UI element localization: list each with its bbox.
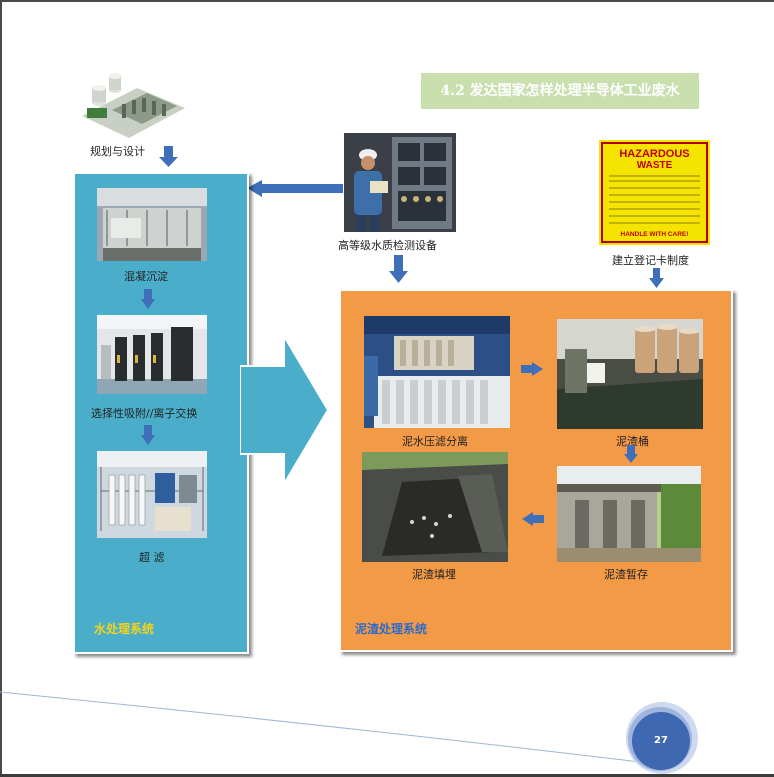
big-connector-arrow: [240, 332, 330, 488]
arrow-down-planning: [159, 146, 178, 167]
filter-press-image: [364, 316, 510, 428]
water-step-2-caption: 选择性吸附//离子交换: [91, 407, 198, 420]
arrow-down-registration: [649, 268, 664, 288]
hazardous-label-line2: WASTE: [637, 160, 673, 171]
ion-exchange-image: [97, 315, 207, 394]
sludge-step-1-caption: 泥水压滤分离: [402, 435, 468, 448]
sludge-step-2-caption: 泥渣桶: [616, 435, 649, 448]
page-frame-top: [0, 0, 774, 2]
arrow-down-monitoring: [389, 255, 408, 283]
monitoring-caption: 高等级水质检测设备: [338, 239, 437, 252]
ultrafiltration-image: [97, 451, 207, 538]
page-frame-bottom: [0, 774, 774, 777]
hazardous-label-line1: HAZARDOUS: [619, 148, 689, 160]
water-system-label: 水处理系统: [94, 622, 155, 636]
water-step-3-caption: 超 滤: [139, 551, 165, 564]
hazardous-label-footer: HANDLE WITH CARE!: [621, 231, 689, 238]
registration-caption: 建立登记卡制度: [612, 254, 689, 267]
arrow-down-water-2: [141, 425, 155, 445]
planning-plant-render-image: [77, 68, 187, 140]
coagulation-sedimentation-image: [97, 188, 207, 261]
hazardous-waste-label-image: HAZARDOUS WASTE HANDLE WITH CARE!: [599, 140, 710, 245]
arrow-right-sludge: [521, 362, 543, 376]
sludge-step-3-caption: 泥渣暂存: [604, 568, 648, 581]
page-title: 4.2 发达国家怎样处理半导体工业废水: [421, 73, 699, 109]
page-frame-left: [0, 0, 2, 777]
water-step-1-caption: 混凝沉淀: [124, 270, 168, 283]
arrow-down-water-1: [141, 289, 155, 309]
monitoring-equipment-image: [344, 133, 456, 232]
arrow-down-sludge: [624, 445, 638, 463]
sludge-drums-image: [557, 319, 703, 429]
arrow-left-monitoring: [247, 180, 343, 197]
sludge-storage-image: [557, 466, 701, 562]
arrow-left-sludge: [522, 512, 544, 526]
sludge-step-4-caption: 泥渣填埋: [412, 568, 456, 581]
planning-caption: 规划与设计: [90, 145, 145, 158]
page-number: 27: [632, 712, 690, 770]
sludge-system-label: 泥渣处理系统: [355, 622, 428, 636]
sludge-landfill-image: [362, 452, 508, 562]
